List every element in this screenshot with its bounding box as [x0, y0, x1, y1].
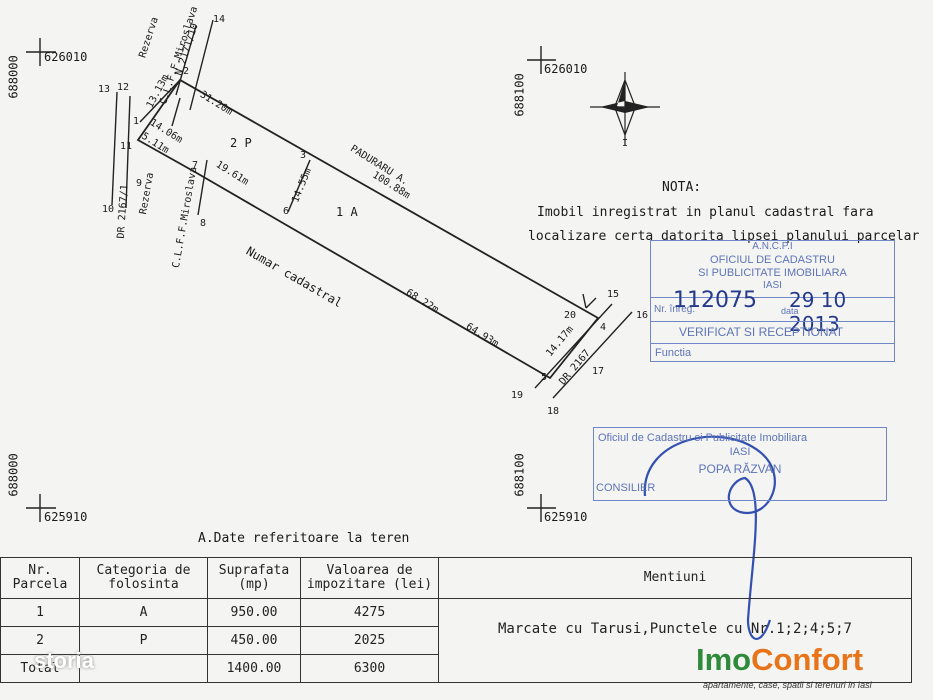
coord-y-top-right: 688100 — [512, 73, 527, 117]
point-label: 5 — [541, 372, 548, 383]
ancpi-line-4: IASI — [763, 280, 782, 291]
tick-20 — [582, 293, 597, 309]
cell-valoare: 2025 — [300, 626, 439, 655]
ancpi-stamp: A.N.C.P.I OFICIUL DE CADASTRU SI PUBLICI… — [650, 240, 895, 362]
ocpi-line-3: POPA RĂZVAN — [698, 462, 782, 476]
ancpi-line-1: A.N.C.P.I — [752, 241, 793, 252]
point-label: 4 — [600, 322, 607, 333]
cell-nr: 2 — [0, 626, 80, 655]
point-label: 14 — [213, 14, 226, 25]
header-nr: Nr. Parcela — [0, 557, 80, 599]
line-7-8 — [197, 159, 208, 216]
point-label: 16 — [636, 310, 649, 321]
ocpi-stamp: Oficiul de Cadastru si Publicitate Imobi… — [593, 427, 887, 501]
ancpi-handwritten-date: 29 10 2013 — [789, 288, 847, 336]
ancpi-nr-label: Nr. înreg. — [654, 304, 696, 315]
header-mentiuni: Mentiuni — [438, 557, 912, 599]
ancpi-functia: Functia — [651, 343, 894, 362]
imoconfort-tagline: apartamente, case, spatii si terenuri in… — [703, 680, 872, 690]
cell-valoare: 4275 — [300, 598, 439, 627]
parcel-outline — [136, 78, 600, 380]
road-line-right — [534, 303, 633, 399]
ancpi-verified: VERIFICAT SI RECEPTIONAT — [651, 321, 894, 342]
ancpi-line-3: SI PUBLICITATE IMOBILIARA — [698, 267, 847, 279]
table-row: 1 A 950.00 4275 Marcate cu Tarusi,Puncte… — [0, 598, 912, 683]
nota-title: NOTA: — [662, 180, 702, 195]
parcel-divider — [287, 159, 311, 213]
cell-total-suprafata: 1400.00 — [207, 654, 301, 683]
storia-watermark: storia — [34, 648, 94, 673]
table-total-row: Total 1400.00 6300 — [0, 654, 912, 683]
point-label: 19 — [511, 390, 524, 401]
cell-mentiuni: Marcate cu Tarusi,Punctele cu Nr.1;2;4;5… — [438, 598, 912, 683]
coord-y-top-left: 688000 — [6, 55, 21, 99]
ancpi-handwritten-nr: 112075 — [673, 288, 757, 313]
coord-y-bottom-left: 688000 — [6, 453, 21, 497]
ocpi-line-1: Oficiul de Cadastru si Publicitate Imobi… — [598, 432, 808, 444]
cell-categorie: A — [79, 598, 208, 627]
coord-x-top-left: 626010 — [44, 50, 88, 64]
cell-suprafata: 450.00 — [207, 626, 301, 655]
cell-total-label: Total — [0, 654, 80, 683]
road-line-left — [111, 91, 131, 209]
coord-cross-top-left — [26, 38, 56, 66]
cell-total-empty — [79, 654, 208, 683]
line-1-2 — [139, 79, 181, 123]
north-arrow-fill-icon — [600, 80, 650, 113]
cell-total-valoare: 6300 — [300, 654, 439, 683]
table-header-row: Nr. Parcela Categoria de folosinta Supra… — [0, 557, 912, 599]
point-label: 12 — [117, 82, 130, 93]
land-data-table: Nr. Parcela Categoria de folosinta Supra… — [0, 557, 912, 683]
coord-x-bottom-right: 625910 — [544, 510, 588, 524]
north-arrow-label: I — [622, 138, 629, 149]
point-label: 17 — [592, 366, 605, 377]
ocpi-line-2: IASI — [729, 446, 751, 458]
reserve-line-top — [171, 19, 214, 127]
header-suprafata: Suprafata (mp) — [207, 557, 301, 599]
ocpi-line-4: CONSILIER — [596, 482, 656, 494]
point-label: 2 — [183, 66, 190, 77]
point-label: 1 — [133, 116, 140, 127]
point-label: 9 — [136, 178, 143, 189]
point-label: 20 — [564, 310, 577, 321]
cell-suprafata: 950.00 — [207, 598, 301, 627]
point-label: 15 — [607, 289, 620, 300]
nota-line-1: Imobil inregistrat in planul cadastral f… — [537, 205, 874, 220]
cell-nr: 1 — [0, 598, 80, 627]
coord-cross-bottom-right — [527, 494, 556, 522]
header-valoare: Valoarea de impozitare (lei) — [300, 557, 439, 599]
point-label: 18 — [547, 406, 560, 417]
point-label: 6 — [283, 206, 290, 217]
table-row: 2 P 450.00 2025 — [0, 626, 912, 655]
ancpi-line-2: OFICIUL DE CADASTRU — [710, 254, 835, 266]
coord-cross-top-right — [527, 46, 556, 74]
point-label: 10 — [102, 204, 115, 215]
imoconfort-logo-confort: Confort — [751, 642, 864, 677]
point-label: 8 — [200, 218, 207, 229]
coord-x-bottom-left: 625910 — [44, 510, 88, 524]
table-section-title: A.Date referitoare la teren — [198, 531, 410, 546]
parcel-label-1a: 1 A — [336, 205, 358, 219]
coord-x-top-right: 626010 — [544, 62, 588, 76]
ancpi-date-label: data — [781, 306, 799, 316]
parcel-label-2p: 2 P — [230, 136, 252, 150]
point-label: 11 — [120, 141, 133, 152]
ancpi-nr-row: Nr. înreg. data 112075 29 10 2013 — [651, 288, 894, 336]
imoconfort-logo-imo: Imo — [696, 642, 752, 677]
imoconfort-logo: ImoConfort — [696, 642, 863, 678]
header-categorie: Categoria de folosinta — [79, 557, 208, 599]
cell-categorie: P — [79, 626, 208, 655]
point-label: 3 — [300, 150, 307, 161]
point-label: 7 — [192, 160, 199, 171]
point-label: 13 — [98, 84, 111, 95]
coord-y-bottom-right: 688100 — [512, 453, 527, 497]
coord-cross-bottom-left — [26, 494, 56, 522]
